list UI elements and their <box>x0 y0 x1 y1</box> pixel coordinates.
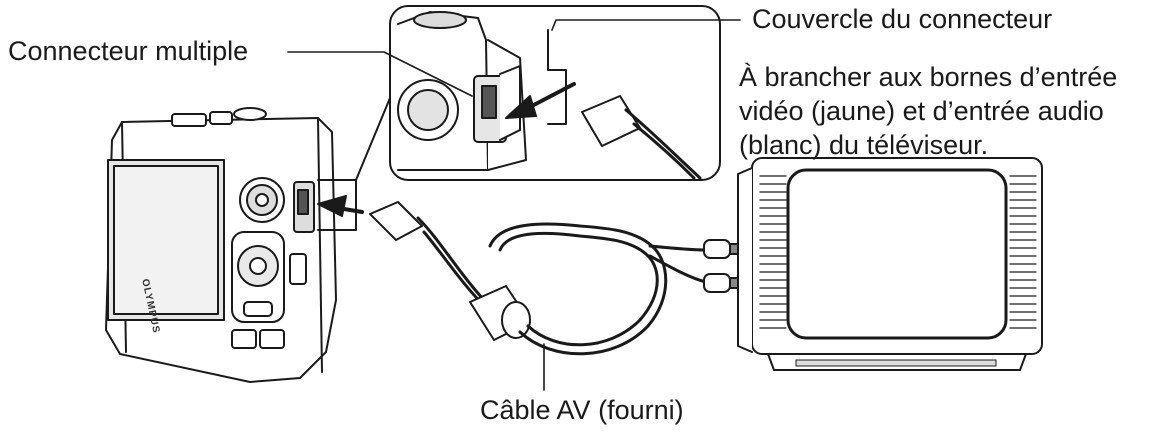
control-pad <box>231 231 285 349</box>
ferrite-core <box>469 285 531 341</box>
av-cable <box>317 195 753 356</box>
zoom-callout <box>317 5 721 231</box>
television <box>737 157 1043 371</box>
camera <box>105 107 337 383</box>
tv-instruction-line-1: À brancher aux bornes d’entrée <box>739 62 1118 92</box>
tv-instruction-line-2: vidéo (jaune) et d’entrée audio <box>739 96 1104 126</box>
leader-lines <box>287 19 741 391</box>
mode-dial <box>239 177 285 223</box>
label-tv-instruction: À brancher aux bornes d’entrée vidéo (ja… <box>739 60 1117 162</box>
leader-connector-cover <box>551 19 741 31</box>
camera-screen <box>107 159 225 321</box>
label-multi-connector: Connecteur multiple <box>8 36 249 66</box>
leader-multi-connector <box>287 51 473 97</box>
label-connector-cover: Couvercle du connecteur <box>752 4 1053 34</box>
label-av-cable: Câble AV (fourni) <box>480 395 684 425</box>
tv-instruction-line-3: (blanc) du téléviseur. <box>739 130 989 160</box>
